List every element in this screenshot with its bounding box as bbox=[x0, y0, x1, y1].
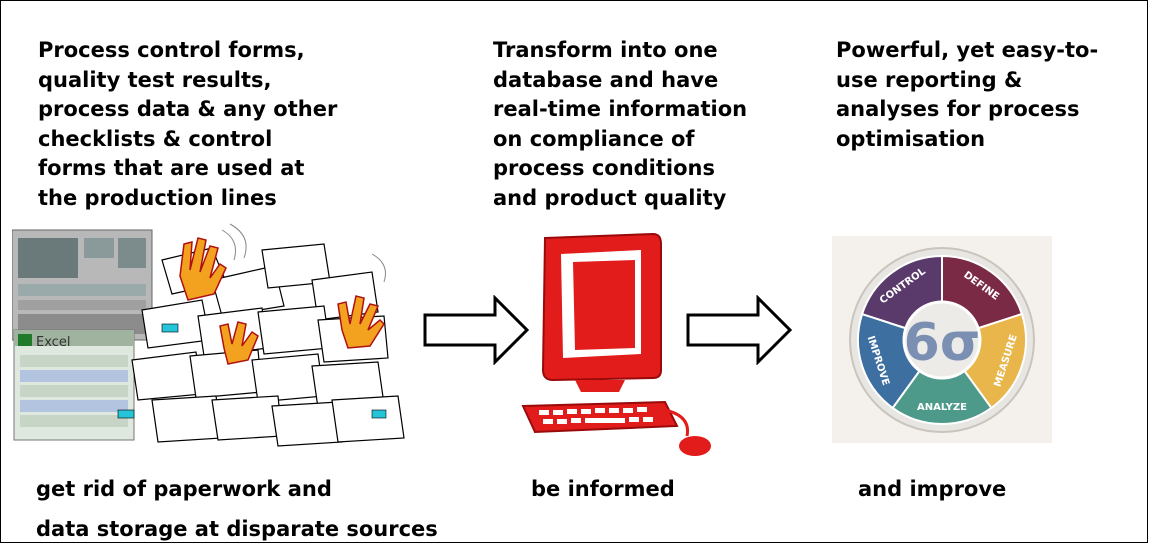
caption-paperwork: get rid of paperwork and data storage at… bbox=[36, 477, 438, 541]
six-sigma-symbol: 6σ bbox=[904, 313, 981, 373]
computer-icon bbox=[521, 232, 711, 456]
hand-icon bbox=[179, 237, 385, 365]
caption-informed: be informed bbox=[531, 477, 675, 501]
paperwork-pile-image: Excel bbox=[12, 223, 405, 447]
label-analyze: ANALYZE bbox=[917, 402, 967, 413]
heading-paperwork: Process control forms, quality test resu… bbox=[38, 38, 338, 210]
arrow-right-icon bbox=[423, 295, 530, 365]
excel-label: Excel bbox=[36, 335, 70, 350]
arrow-right-icon bbox=[686, 295, 793, 365]
heading-database: Transform into one database and have rea… bbox=[493, 38, 748, 210]
six-sigma-segments bbox=[857, 254, 1027, 425]
caption-improve: and improve bbox=[858, 477, 1007, 501]
heading-reporting: Powerful, yet easy-to- use reporting & a… bbox=[836, 38, 1099, 151]
